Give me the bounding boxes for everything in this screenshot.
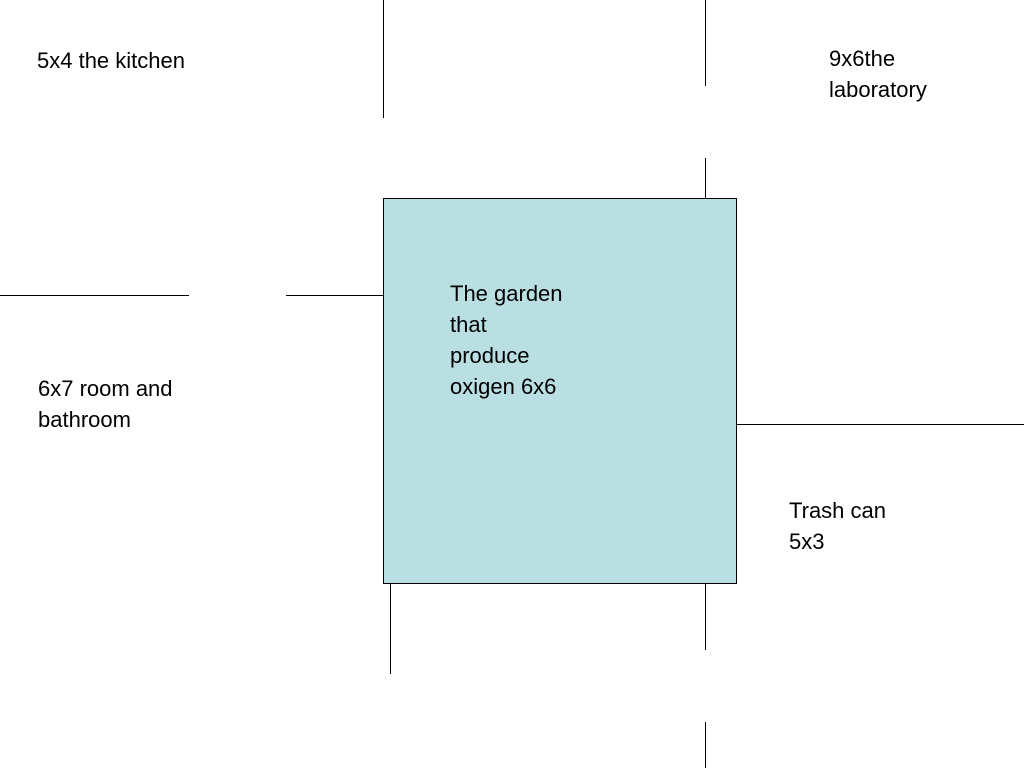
room-bathroom-label: 6x7 room and bathroom <box>38 376 173 432</box>
wall-room-right <box>390 584 391 674</box>
wall-trash-left-lower <box>705 722 706 768</box>
wall-kitchen-right <box>383 0 384 118</box>
garden-label: The garden that produce oxigen 6x6 <box>450 281 563 399</box>
laboratory-label: 9x6the laboratory <box>829 46 927 102</box>
garden-area <box>383 198 737 584</box>
wall-trash-left <box>705 584 706 650</box>
wall-kitchen-bottom-right <box>286 295 383 296</box>
wall-laboratory-left <box>705 0 706 86</box>
wall-laboratory-lower <box>705 158 706 206</box>
trash-can-label: Trash can 5x3 <box>789 498 887 554</box>
kitchen-label: 5x4 the kitchen <box>37 48 185 73</box>
wall-kitchen-bottom-left <box>0 295 189 296</box>
wall-trash-top <box>737 424 1024 425</box>
